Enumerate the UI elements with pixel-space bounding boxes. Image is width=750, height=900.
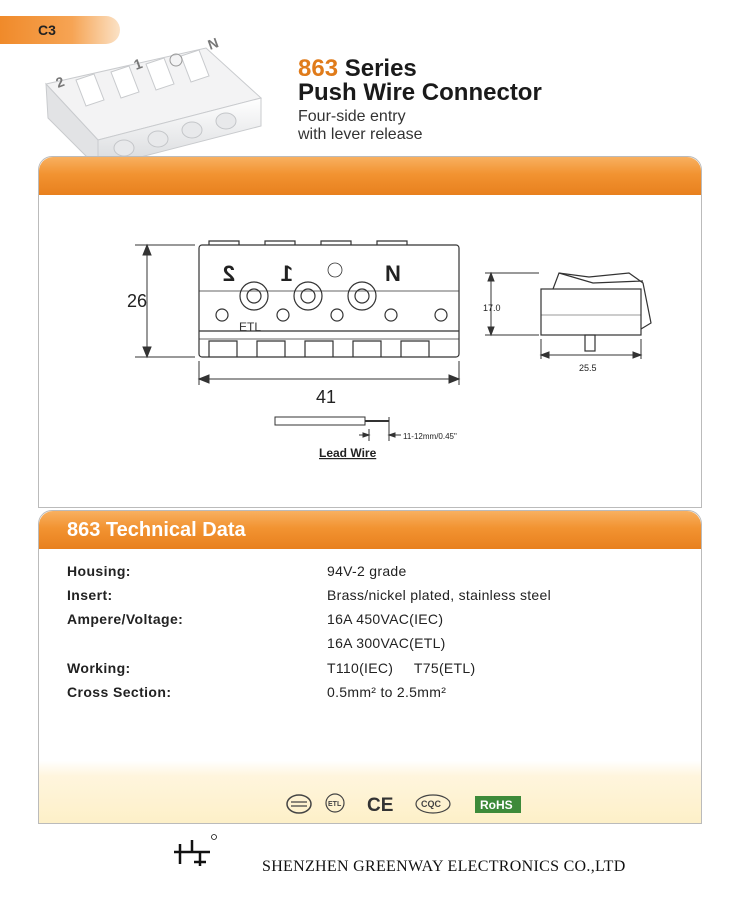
series-number: 863 (298, 55, 339, 82)
lead-wire-label: Lead Wire (319, 446, 377, 460)
cqc-mark: CQC (421, 799, 442, 809)
front-label-2: 2 (223, 261, 235, 286)
product-photo: 2 1 N (45, 36, 263, 170)
rohs-mark: RoHS (480, 798, 513, 812)
diagram-panel-header (39, 157, 701, 195)
dimension-drawing: 2 1 N ETL 26 41 17.0 (127, 240, 652, 460)
photo-label-n: N (206, 36, 221, 53)
cqc-mark-icon: CQC (415, 794, 451, 814)
spec-value: 16A 300VAC(ETL) (327, 635, 446, 651)
page-tab: C3 (0, 16, 120, 44)
spec-label: Working: (67, 660, 131, 676)
page-tab-label: C3 (38, 22, 56, 38)
photo-etl-icon (169, 53, 183, 67)
side-height-dim-label: 17.0 (483, 303, 501, 313)
certification-marks: ETL CE CQC RoHS (286, 793, 521, 816)
rohs-badge (475, 796, 521, 813)
width-dim-label: 41 (316, 387, 336, 407)
company-logo (174, 834, 217, 866)
strip-length-label: 11-12mm/0.45" (403, 432, 457, 441)
diagram-panel: 2 1 N ETL 26 41 17.0 (38, 156, 702, 508)
technical-data-panel: 863 Technical Data Housing: 94V-2 grade … (38, 510, 702, 824)
etl-cert-icon: ETL (325, 793, 345, 813)
etl-listing-icon (327, 262, 343, 278)
spec-value: 0.5mm² to 2.5mm² (327, 684, 447, 700)
subtitle-line-2: with lever release (298, 126, 423, 143)
side-height-dimension (485, 271, 539, 337)
front-view (198, 240, 460, 358)
height-dim-label: 26 (127, 291, 147, 311)
front-label-n: N (385, 261, 401, 286)
technical-data-heading: 863 Technical Data (39, 511, 701, 549)
lead-wire-drawing (274, 416, 401, 441)
spec-label: Housing: (67, 563, 131, 579)
product-name: Push Wire Connector (298, 79, 542, 106)
spec-value: T110(IEC) T75(ETL) (327, 660, 476, 676)
product-subtitle: Four-side entry with lever release (298, 108, 423, 144)
svg-text:ETL: ETL (328, 801, 342, 808)
front-label-1: 1 (281, 261, 293, 286)
spec-label: Cross Section: (67, 684, 172, 700)
side-width-dim-label: 25.5 (579, 363, 597, 373)
spec-value: 16A 450VAC(IEC) (327, 611, 444, 627)
spec-value: Brass/nickel plated, stainless steel (327, 587, 552, 603)
side-view (540, 272, 652, 352)
width-dimension (197, 361, 461, 385)
subtitle-line-1: Four-side entry (298, 108, 406, 125)
ccc-mark-icon (286, 794, 312, 814)
spec-label: Ampere/Voltage: (67, 611, 184, 627)
ce-mark: CE (367, 795, 393, 816)
series-word: Series (344, 55, 417, 82)
page-title: 863 Series (298, 56, 417, 82)
side-width-dimension (539, 339, 643, 359)
spec-label: Insert: (67, 587, 113, 603)
company-name: SHENZHEN GREENWAY ELECTRONICS CO.,LTD (262, 858, 626, 875)
height-dimension (135, 243, 195, 359)
etl-mark: ETL (239, 320, 261, 334)
spec-value: 94V-2 grade (327, 563, 407, 579)
